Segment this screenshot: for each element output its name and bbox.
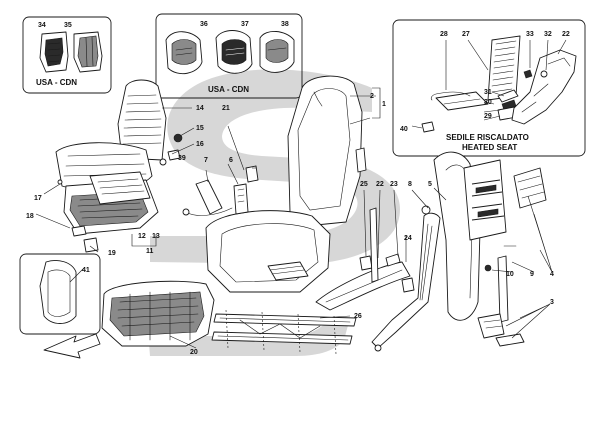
part-label-6: 6	[229, 157, 233, 164]
part-label-34: 34	[38, 22, 46, 29]
leader-lines	[35, 39, 567, 349]
part-label-11: 11	[146, 248, 154, 255]
part-label-40: 40	[400, 126, 408, 133]
part-label-13: 13	[152, 233, 160, 240]
part-label-36: 36	[200, 21, 208, 28]
part-label-7: 7	[204, 157, 208, 164]
part-label-17: 17	[34, 195, 42, 202]
part-label-37: 37	[241, 21, 249, 28]
part-label-26: 26	[354, 313, 362, 320]
part-label-18: 18	[26, 213, 34, 220]
inset-box-usa-cdn-top	[155, 13, 303, 99]
part-number-labels: 34 35 36 37 38 2 1 14 21 15 16 39 7 6 17…	[26, 21, 570, 356]
part-label-41: 41	[82, 267, 90, 274]
part-label-31: 31	[484, 89, 492, 96]
part-label-19: 19	[108, 250, 116, 257]
caption-heated-seat-en: HEATED SEAT	[462, 143, 517, 152]
part-label-25: 25	[360, 181, 368, 188]
part-label-35: 35	[64, 22, 72, 29]
part-label-12: 12	[138, 233, 146, 240]
caption-usa-cdn-left: USA - CDN	[36, 78, 77, 87]
part-label-24: 24	[404, 235, 412, 242]
part-label-38: 38	[281, 21, 289, 28]
backrest-panel-part	[39, 260, 77, 324]
part-label-30: 30	[484, 99, 492, 106]
seat-rail-assembly	[211, 309, 357, 355]
part-label-22: 22	[376, 181, 384, 188]
cover-parts	[165, 30, 295, 75]
part-label-29: 29	[484, 113, 492, 120]
caption-usa-cdn-top: USA - CDN	[208, 85, 249, 94]
part-label-39: 39	[178, 155, 186, 162]
inset-box-heated-seat	[392, 19, 586, 157]
part-label-22b: 22	[562, 31, 570, 38]
caption-heated-seat-it: SEDILE RISCALDATO	[446, 133, 529, 142]
part-label-16: 16	[196, 141, 204, 148]
center-seat-assembly	[205, 75, 367, 293]
part-label-4: 4	[550, 271, 554, 278]
watermark-logo	[146, 69, 401, 356]
foam-pad-parts	[39, 31, 103, 73]
part-label-14: 14	[196, 105, 204, 112]
part-label-33: 33	[526, 31, 534, 38]
part-label-1: 1	[382, 101, 386, 108]
inset-box-backrest-panel	[19, 253, 101, 335]
side-panel-and-buckle	[315, 207, 415, 311]
part-label-20: 20	[190, 349, 198, 356]
part-label-27: 27	[462, 31, 470, 38]
heated-seat-parts	[421, 35, 577, 133]
part-label-5: 5	[428, 181, 432, 188]
part-label-10: 10	[506, 271, 514, 278]
seat-cushion-frame	[101, 280, 215, 347]
part-label-9: 9	[530, 271, 534, 278]
part-label-23: 23	[390, 181, 398, 188]
small-center-parts	[182, 165, 259, 216]
part-label-15: 15	[196, 125, 204, 132]
direction-arrow-icon	[43, 333, 101, 359]
part-label-3: 3	[550, 299, 554, 306]
part-label-21: 21	[222, 105, 230, 112]
part-label-2: 2	[370, 93, 374, 100]
inset-box-usa-cdn-left	[22, 16, 112, 94]
part-label-28: 28	[440, 31, 448, 38]
part-label-8: 8	[408, 181, 412, 188]
left-seat-assembly	[55, 79, 183, 253]
part-label-32: 32	[544, 31, 552, 38]
seatbelt-assembly	[371, 151, 547, 352]
